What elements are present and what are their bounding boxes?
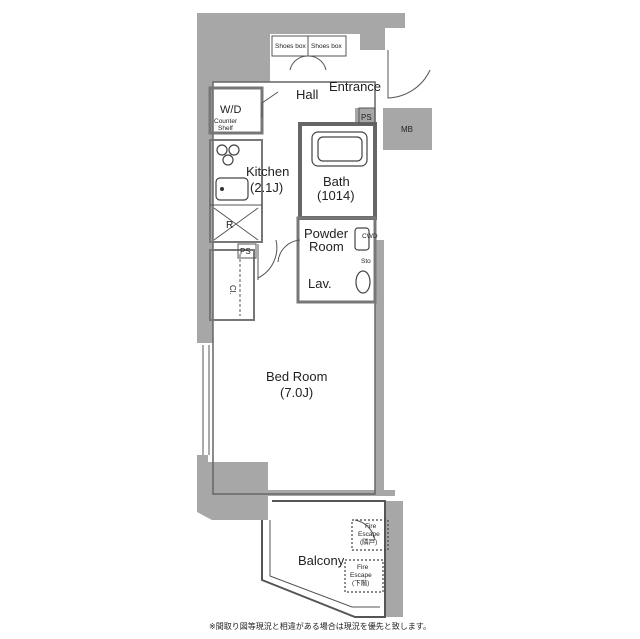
- label-sto: Sto: [361, 258, 371, 265]
- label-cwd: CWD: [362, 233, 378, 240]
- label-entrance: Entrance: [329, 79, 381, 94]
- label-fire-escape-upper-1: Fire: [365, 523, 377, 530]
- label-room: Room: [309, 239, 344, 254]
- label-fire-escape-lower-1: Fire: [357, 564, 369, 571]
- label-counter: Counter: [214, 118, 238, 125]
- label-mb: MB: [401, 125, 413, 134]
- label-hall: Hall: [296, 87, 319, 102]
- label-kitchen: Kitchen: [246, 164, 289, 179]
- label-balcony: Balcony: [298, 553, 345, 568]
- label-shoes-box-right: Shoes box: [311, 43, 342, 50]
- fixtures: [202, 107, 389, 593]
- label-bath-size: (1014): [317, 188, 355, 203]
- label-powder: Powder: [304, 226, 349, 241]
- disclaimer-note: ※間取り図等現況と相違がある場合は現況を優先と致します。: [209, 622, 431, 631]
- label-refrigerator: R: [226, 220, 233, 231]
- label-bed-room-size: (7.0J): [280, 385, 313, 400]
- label-bed-room: Bed Room: [266, 369, 327, 384]
- doors: [257, 50, 431, 541]
- label-fire-escape-upper-3: (隣戸): [360, 537, 377, 546]
- label-shelf: Shelf: [218, 125, 233, 132]
- label-ps-top: PS: [361, 113, 372, 122]
- label-bath: Bath: [323, 174, 350, 189]
- label-ps-mid: PS: [240, 247, 251, 256]
- label-kitchen-size: (2.1J): [250, 180, 283, 195]
- label-fire-escape-lower-2: Escape: [350, 572, 372, 579]
- label-lav: Lav.: [308, 276, 332, 291]
- label-wd: W/D: [220, 104, 241, 116]
- label-shoes-box-left: Shoes box: [275, 43, 306, 50]
- structural-walls: [197, 13, 432, 617]
- label-fire-escape-lower-3: (下階): [352, 578, 369, 587]
- label-fire-escape-upper-2: Escape: [358, 531, 380, 538]
- label-closet: Cl.: [228, 285, 237, 295]
